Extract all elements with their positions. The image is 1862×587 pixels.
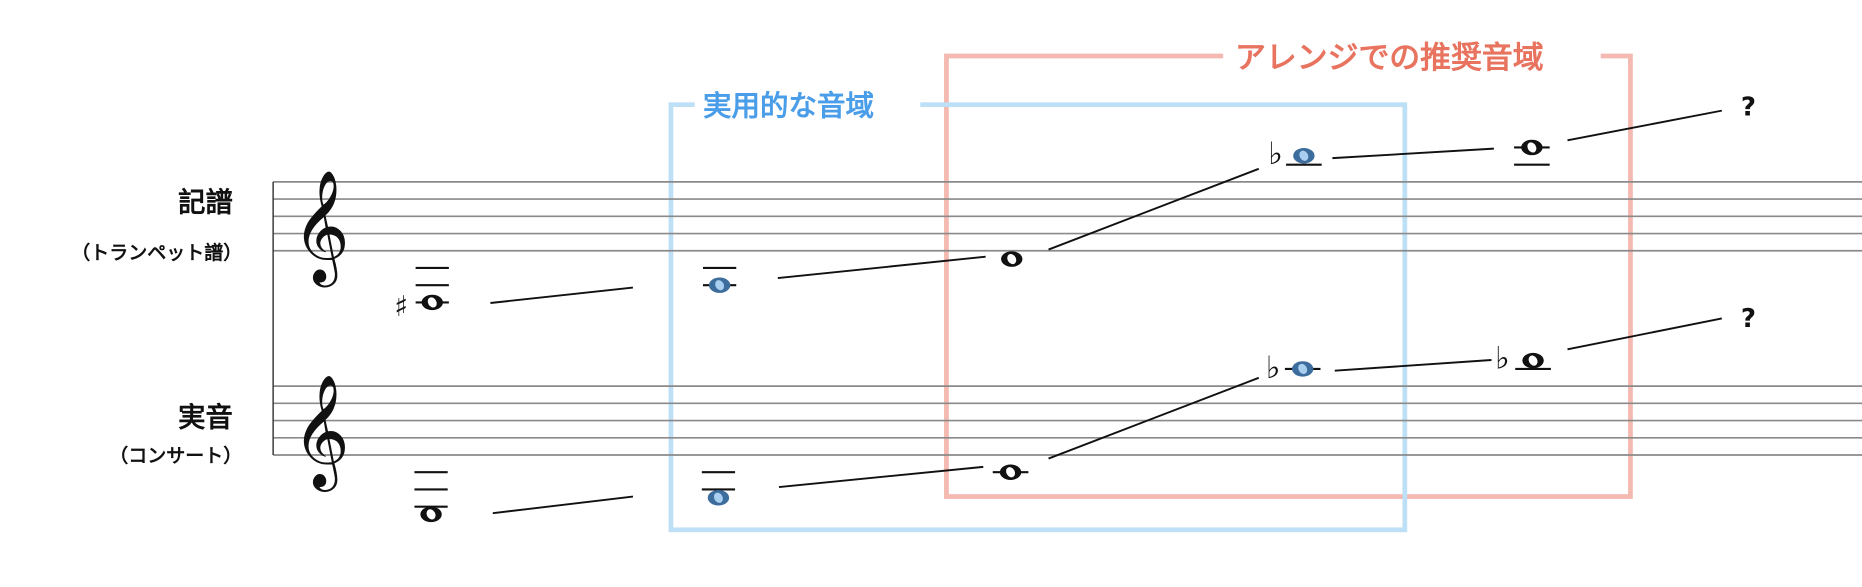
flat-icon: ♭ [1266,350,1281,386]
practical-range-label: 実用的な音域 [703,89,874,122]
practical-range-box [668,102,1408,533]
written-staff [273,181,1862,252]
note-written-d4 [1001,251,1023,267]
concert-label: 実音 [178,402,233,434]
recommended-range-label: アレンジでの推奨音域 [1235,40,1544,76]
note-concert-g3 [701,471,736,506]
concert-staff [273,385,1862,456]
recommended-range-box [944,53,1633,499]
note-concert-e3 [414,471,448,523]
note-written-bflat5: ♭ [1268,136,1322,172]
note-written-c6 [1514,139,1550,166]
note-concert-bflat5: ♭ [1495,340,1551,376]
note-written-a3 [703,266,737,293]
sharp-icon: ♯ [394,290,408,323]
treble-clef-icon: 𝄞 [292,169,350,287]
flat-icon: ♭ [1495,340,1510,376]
treble-clef-icon: 𝄞 [292,373,350,491]
note-concert-aflat5: ♭ [1266,350,1321,386]
unknown-upper-limit-concert: ? [1741,304,1756,334]
concert-sublabel: （コンサート） [109,444,242,467]
flat-icon: ♭ [1268,136,1283,172]
concert-connectors [492,317,1723,515]
written-connectors [490,109,1723,304]
written-label: 記譜 [178,187,233,219]
note-written-fsharp3: ♯ [394,266,449,323]
note-concert-c4 [992,464,1029,480]
written-sublabel: （トランペット譜） [71,241,242,264]
unknown-upper-limit-written: ? [1741,92,1756,122]
